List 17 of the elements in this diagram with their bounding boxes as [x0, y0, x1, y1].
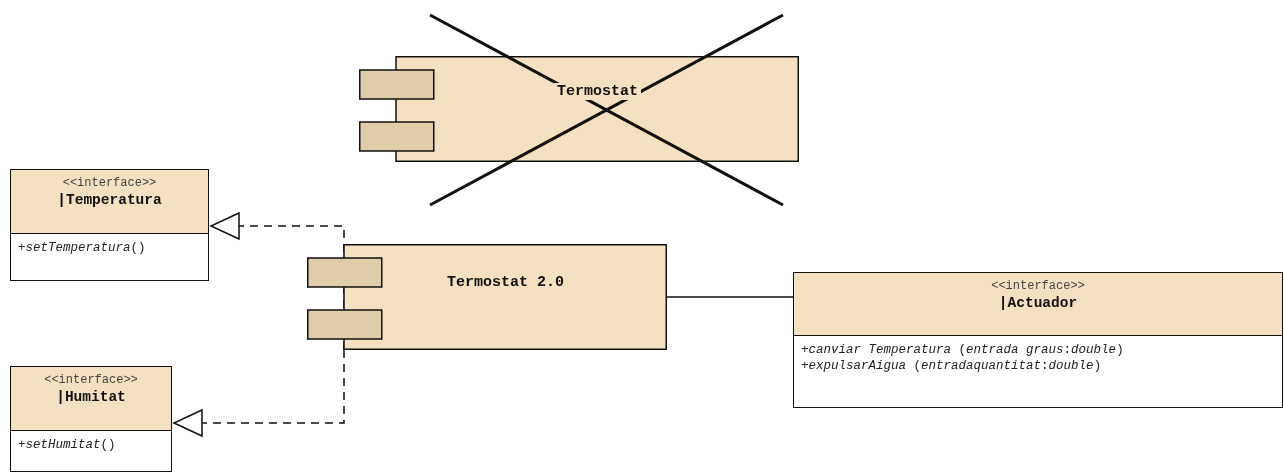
- operation-text: +expulsarAigua (entradaquantitat:double): [801, 358, 1103, 374]
- interface-box: [793, 272, 1283, 408]
- operation-text: +setHumitat(): [18, 437, 117, 453]
- stereotype-label: <<interface>>: [43, 373, 139, 388]
- realization-arrow: [173, 349, 345, 437]
- connector-line: [666, 296, 794, 298]
- component-name: Termostat: [554, 83, 641, 100]
- component-name: Termostat 2.0: [446, 274, 565, 291]
- interface-box: [10, 169, 209, 281]
- stereotype-label: <<interface>>: [990, 279, 1086, 294]
- interface-name: |Actuador: [997, 294, 1079, 312]
- operation-text: +setTemperatura(): [18, 240, 147, 256]
- interface-box: [10, 366, 172, 472]
- interface-name: |Humitat: [55, 388, 127, 406]
- operation-text: +canviar Temperatura (entrada graus:double): [801, 342, 1125, 358]
- stereotype-label: <<interface>>: [61, 176, 158, 191]
- interface-name: |Temperatura: [56, 191, 163, 209]
